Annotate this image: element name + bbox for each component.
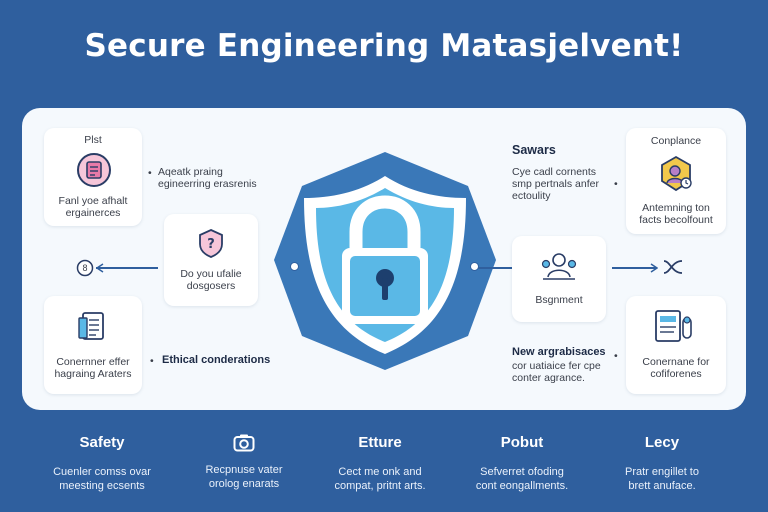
- bullet-dot: •: [148, 167, 152, 179]
- compliance-card-heading: Conplance: [650, 135, 702, 147]
- team-icon: [540, 250, 578, 282]
- left-top-note-1: Aqeatk praing: [158, 166, 223, 178]
- right-top-text-3: ectoulity: [512, 190, 551, 202]
- footer-desc-2: cont eongallments.: [475, 480, 569, 492]
- footer-title: Lecy: [644, 434, 680, 451]
- footer-item-pobut: Pobut Sefverret ofoding cont eongallment…: [452, 434, 592, 493]
- left-top-card-heading: Plst: [84, 134, 102, 146]
- right-bottom-text-2: conter agrance.: [512, 372, 585, 384]
- right-bottom-card-text-1: Conernane for: [642, 356, 710, 368]
- left-top-card-text-2: ergainerces: [65, 207, 121, 219]
- certificate-icon: [652, 308, 696, 344]
- shield-lock-icon: [270, 148, 500, 374]
- question-icon: ?: [197, 228, 225, 258]
- footer-item-camera: Recpnuse vater orolog enarats: [174, 434, 314, 491]
- connector-line: [96, 267, 158, 269]
- right-top-text-1: Cye cadl cornents: [512, 166, 597, 178]
- footer-desc-1: Sefverret ofoding: [480, 466, 564, 478]
- connector-node-right: [470, 262, 479, 271]
- footer-item-lecy: Lecy Pratr engillet to brett anuface.: [592, 434, 732, 493]
- compliance-card-text-1: Antemning ton: [642, 202, 710, 214]
- connector-line: [612, 267, 656, 269]
- left-bottom-note: Ethical conderations: [162, 354, 271, 366]
- bullet-dot: •: [614, 350, 618, 362]
- right-bottom-text-1: cor uatiaice fer cpe: [512, 360, 601, 372]
- left-top-card-text-1: Fanl yoe afhalt: [58, 195, 128, 207]
- right-bottom-card-text-2: cofiforenes: [650, 368, 702, 380]
- left-bottom-card-text-1: Conernner effer: [56, 356, 130, 368]
- left-top-note-2: egineerring erasrenis: [158, 178, 257, 190]
- footer-desc-2: compat, pritnt arts.: [334, 480, 426, 492]
- footer-desc-1: Pratr engillet to: [625, 466, 699, 478]
- footer-item-safety: Safety Cuenler comss ovar meesting ecsen…: [32, 434, 172, 493]
- footer-desc-2: orolog enarats: [208, 478, 280, 490]
- connector-line: [478, 267, 514, 269]
- gear-icon: [76, 152, 112, 188]
- bullet-dot: •: [614, 178, 618, 190]
- share-icon: [662, 257, 684, 277]
- compliance-card-text-2: facts becolfount: [639, 214, 713, 226]
- user-badge-icon: [656, 154, 696, 194]
- document-icon: [76, 310, 108, 344]
- left-middle-icon: [76, 259, 94, 277]
- left-middle-card-text-2: dosgosers: [186, 280, 236, 292]
- left-middle-icon-label: 8: [82, 263, 88, 273]
- footer-desc-1: Cect me onk and: [338, 466, 422, 478]
- right-top-text-2: smp pertnals anfer: [512, 178, 599, 190]
- footer-desc-1: Cuenler comss ovar: [53, 466, 151, 478]
- left-bottom-card-text-2: hagraing Araters: [54, 368, 132, 380]
- page-title: Secure Engineering Matasjelvent!: [84, 28, 684, 64]
- left-middle-card-text-1: Do you ufalie: [180, 268, 242, 280]
- footer-item-etture: Etture Cect me onk and compat, pritnt ar…: [310, 434, 450, 493]
- right-bottom-heading: New argrabisaces: [512, 346, 606, 358]
- footer-desc-2: brett anuface.: [628, 480, 696, 492]
- footer-desc-1: Recpnuse vater: [205, 464, 283, 476]
- connector-node-left: [290, 262, 299, 271]
- right-middle-card-label: Bsgnment: [535, 294, 583, 306]
- camera-icon: [174, 434, 314, 452]
- footer-title: Pobut: [500, 434, 544, 451]
- arrow-left-icon: [96, 263, 104, 273]
- bullet-dot: •: [150, 355, 154, 367]
- svg-text:?: ?: [207, 237, 215, 252]
- arrow-right-icon: [650, 263, 658, 273]
- footer-title: Safety: [79, 434, 125, 451]
- footer-desc-2: meesting ecsents: [59, 480, 145, 492]
- footer-title: Etture: [358, 434, 402, 451]
- right-top-heading: Sawars: [512, 143, 556, 157]
